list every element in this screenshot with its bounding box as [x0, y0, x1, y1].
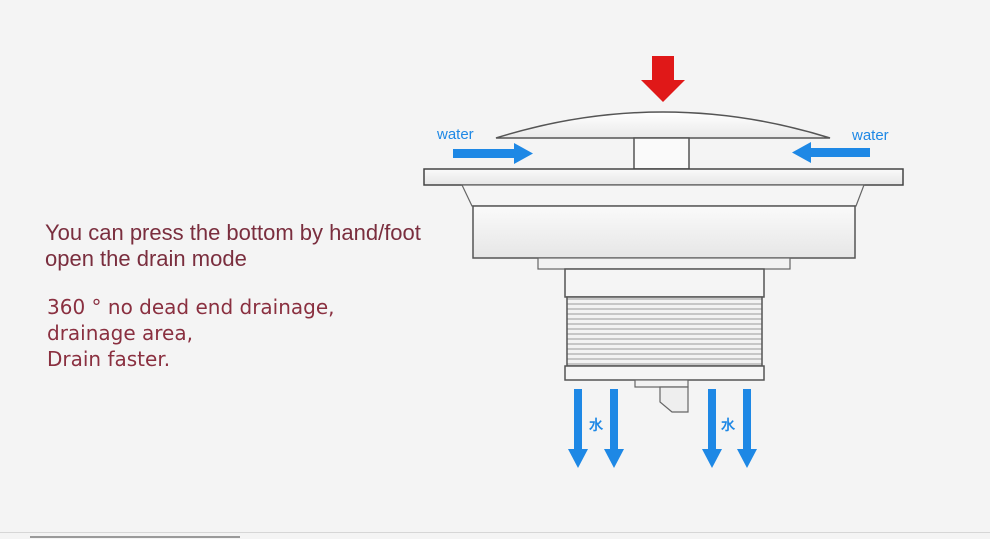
blue-down-arrow-icon: [568, 389, 588, 468]
drain-body: [472, 205, 856, 259]
flange-taper: [461, 184, 865, 207]
thread-end: [564, 365, 765, 381]
blue-horizontal-arrow-icon: [792, 142, 870, 163]
drain-thread: [566, 296, 763, 367]
blue-down-arrow-icon: [702, 389, 722, 468]
feature-item: drainage area,: [47, 321, 193, 345]
drain-flange: [423, 168, 904, 186]
blue-down-arrow-icon: [604, 389, 624, 468]
headline: You can press the bottom by hand/foot op…: [45, 220, 421, 272]
headline-line-1: You can press the bottom by hand/foot: [45, 220, 421, 245]
red-down-arrow-icon: [641, 56, 685, 102]
divider: [0, 532, 990, 533]
water-label-right: water: [851, 127, 889, 144]
drain-neck: [564, 268, 765, 298]
blue-down-arrow-icon: [737, 389, 757, 468]
water-char-left: 水: [589, 417, 604, 434]
water-label-left: water: [436, 126, 474, 143]
feature-item: Drain faster.: [47, 347, 171, 371]
headline-line-2: open the drain mode: [45, 246, 247, 271]
blue-horizontal-arrow-icon: [453, 143, 533, 164]
divider-accent: [30, 536, 240, 538]
feature-item: 360 ° no dead end drainage,: [47, 295, 335, 319]
drain-cap: [495, 111, 831, 139]
feature-list: 360 ° no dead end drainage, drainage are…: [47, 294, 335, 372]
drain-pin: [659, 386, 689, 413]
plunger-stem: [633, 137, 690, 170]
base-connector: [634, 379, 689, 388]
drain-ring: [537, 257, 791, 270]
water-char-right: 水: [721, 417, 736, 434]
